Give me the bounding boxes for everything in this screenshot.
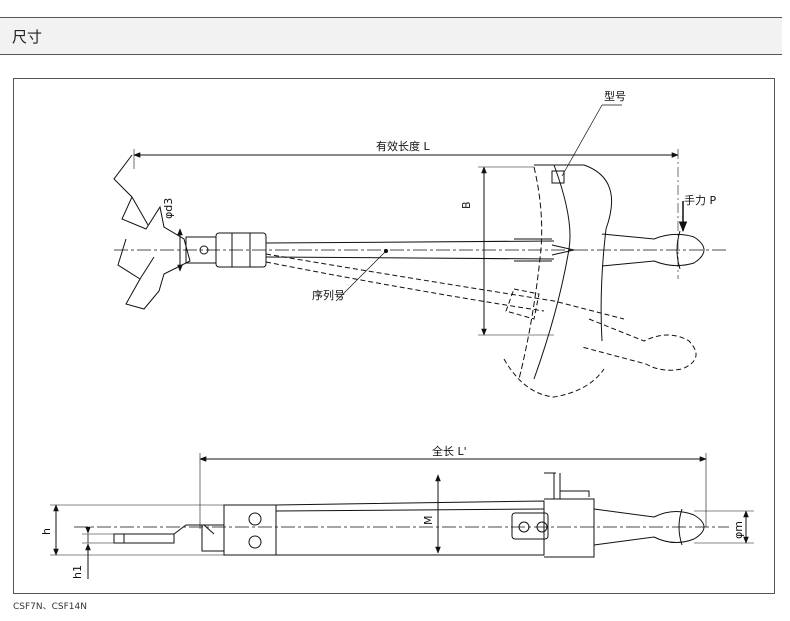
label-h1: h1 bbox=[71, 565, 84, 579]
side-clamp-hole-bottom bbox=[248, 535, 262, 549]
scale-arc bbox=[534, 164, 613, 342]
side-clamp bbox=[223, 504, 277, 556]
label-hand-force: 手力 P bbox=[684, 193, 716, 207]
head-clamp bbox=[215, 232, 267, 268]
label-effective-length: 有效长度 L bbox=[376, 139, 430, 153]
side-pointer-tip bbox=[560, 490, 590, 497]
side-connector bbox=[201, 524, 225, 552]
top-view bbox=[113, 104, 726, 398]
deflected-shaft bbox=[265, 253, 625, 320]
spanner-jaw bbox=[131, 196, 155, 280]
shaft-top bbox=[265, 240, 555, 244]
model-plate bbox=[551, 170, 565, 184]
section-header: 尺寸 bbox=[0, 17, 782, 55]
connector-hole bbox=[199, 245, 209, 255]
label-m: M bbox=[422, 516, 435, 526]
side-head-block bbox=[544, 498, 595, 558]
side-scale-hole-1 bbox=[518, 521, 530, 533]
side-clamp-hole-top bbox=[248, 512, 262, 526]
handle bbox=[601, 233, 705, 267]
pointer bbox=[551, 244, 575, 256]
section-title: 尺寸 bbox=[12, 28, 43, 46]
side-scale-hole-2 bbox=[536, 521, 548, 533]
side-view bbox=[50, 453, 754, 579]
model-caption: CSF7N、CSF14N bbox=[13, 602, 87, 612]
side-spanner-head bbox=[113, 533, 175, 544]
spanner-head bbox=[113, 154, 191, 310]
label-h: h bbox=[40, 528, 53, 535]
dimension-drawing-frame: 型号 有效长度 L 手力 P B φd3 序列号 bbox=[13, 78, 775, 594]
label-total-length: 全长 L' bbox=[432, 444, 467, 458]
side-shaft-body bbox=[275, 500, 545, 556]
leader-serial bbox=[335, 250, 387, 302]
dimension-drawing: 型号 有效长度 L 手力 P B φd3 序列号 bbox=[40, 89, 754, 579]
deflected-handle bbox=[581, 318, 697, 371]
side-grip bbox=[593, 508, 705, 546]
label-serial: 序列号 bbox=[312, 288, 345, 302]
leader-model bbox=[561, 104, 603, 177]
label-d3: φd3 bbox=[162, 198, 175, 219]
label-model: 型号 bbox=[604, 89, 626, 103]
label-b: B bbox=[460, 201, 473, 209]
side-scale-window bbox=[511, 512, 549, 540]
shaft-bottom bbox=[265, 256, 555, 260]
label-phi-m: φm bbox=[732, 521, 745, 539]
